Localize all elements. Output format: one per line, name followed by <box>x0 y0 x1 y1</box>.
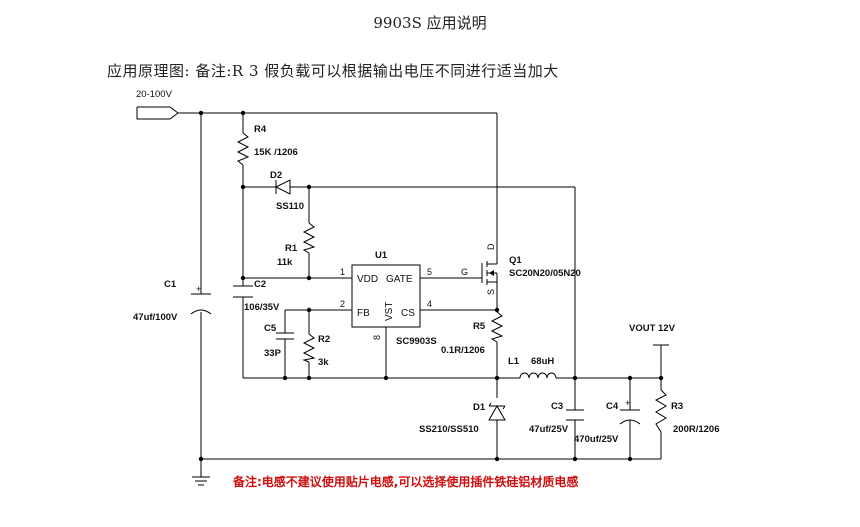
capacitor-c5: C5 33P <box>264 323 294 359</box>
c5-value: 33P <box>264 348 282 359</box>
output-voltage-label: VOUT 12V <box>629 323 676 334</box>
page-title: 9903S 应用说明 <box>373 14 487 32</box>
u1-fb: FB <box>357 308 370 319</box>
u1-pin8: 8 <box>372 335 382 340</box>
q1-ref: Q1 <box>509 255 522 266</box>
r5-value: 0.1R/1206 <box>441 345 485 356</box>
d1-value: SS210/SS510 <box>419 424 479 435</box>
r5-ref: R5 <box>473 321 486 332</box>
c2-ref: C2 <box>254 279 266 290</box>
resistor-r3: R3 200R/1206 <box>654 389 719 435</box>
r3-ref: R3 <box>671 401 683 412</box>
c1-value: 47uf/100V <box>133 312 178 323</box>
r1-ref: R1 <box>285 243 298 254</box>
diode-d2: D2 SS110 <box>270 170 304 212</box>
c2-value: 106/35V <box>244 302 280 313</box>
d2-value: SS110 <box>276 201 304 212</box>
q1-source-label: S <box>486 289 496 295</box>
u1-pin2: 2 <box>340 299 345 309</box>
capacitor-c1: + C1 47uf/100V <box>133 279 212 323</box>
resistor-r4: R4 15K /1206 <box>236 124 298 166</box>
inductor-warning-note: 备注:电感不建议使用贴片电感,可以选择使用插件铁硅铝材质电感 <box>232 474 578 489</box>
ground-icon <box>192 459 210 486</box>
r3-value: 200R/1206 <box>673 424 719 435</box>
u1-vdd: VDD <box>357 274 378 285</box>
c4-plus: + <box>625 398 631 409</box>
resistor-r2: R2 3k <box>302 333 330 368</box>
resistor-r1: R1 11k <box>277 222 316 268</box>
u1-cs: CS <box>401 308 415 319</box>
c1-plus: + <box>196 284 202 295</box>
q1-value: SC20N20/05N20 <box>509 268 581 279</box>
c5-ref: C5 <box>264 323 277 334</box>
q1-drain-label: D <box>486 243 496 250</box>
r4-value: 15K /1206 <box>254 147 298 158</box>
c3-value: 47uf/25V <box>529 424 569 435</box>
l1-value: 68uH <box>531 356 554 367</box>
u1-gate: GATE <box>386 274 413 285</box>
u1-pin1: 1 <box>340 267 345 277</box>
u1-ref: U1 <box>375 250 388 261</box>
input-voltage-label: 20-100V <box>136 89 173 100</box>
u1-vst: VST <box>384 302 395 321</box>
c3-ref: C3 <box>551 401 563 412</box>
mosfet-q1: G D S Q1 SC20N20/05N20 <box>461 243 581 295</box>
c4-value: 470uf/25V <box>574 434 619 445</box>
application-note: 应用原理图: 备注:R 3 假负载可以根据输出电压不同进行适当加大 <box>107 62 559 80</box>
c4-ref: C4 <box>606 401 619 412</box>
r2-ref: R2 <box>318 334 330 345</box>
u1-pin4: 4 <box>427 299 432 309</box>
junction-dots <box>198 110 664 462</box>
c1-ref: C1 <box>164 279 177 290</box>
l1-ref: L1 <box>508 356 520 367</box>
r1-value: 11k <box>277 257 293 268</box>
r2-value: 3k <box>318 357 329 368</box>
capacitor-c2: C2 106/35V <box>233 279 280 313</box>
ic-u1: U1 VDD GATE FB CS VST 1 2 5 4 8 SC9903S <box>340 250 437 347</box>
u1-part: SC9903S <box>396 336 437 347</box>
q1-gate-label: G <box>461 267 468 277</box>
u1-pin5: 5 <box>427 267 432 277</box>
capacitor-c4: + C4 470uf/25V <box>574 398 641 445</box>
capacitor-c3: C3 47uf/25V <box>529 401 584 435</box>
inductor-l1: L1 68uH <box>508 356 557 379</box>
resistor-r5: R5 0.1R/1206 <box>441 311 504 356</box>
diode-d1: D1 SS210/SS510 <box>419 402 506 435</box>
d1-ref: D1 <box>473 402 486 413</box>
d2-ref: D2 <box>270 170 282 181</box>
wires <box>136 106 669 476</box>
r4-ref: R4 <box>254 124 267 135</box>
